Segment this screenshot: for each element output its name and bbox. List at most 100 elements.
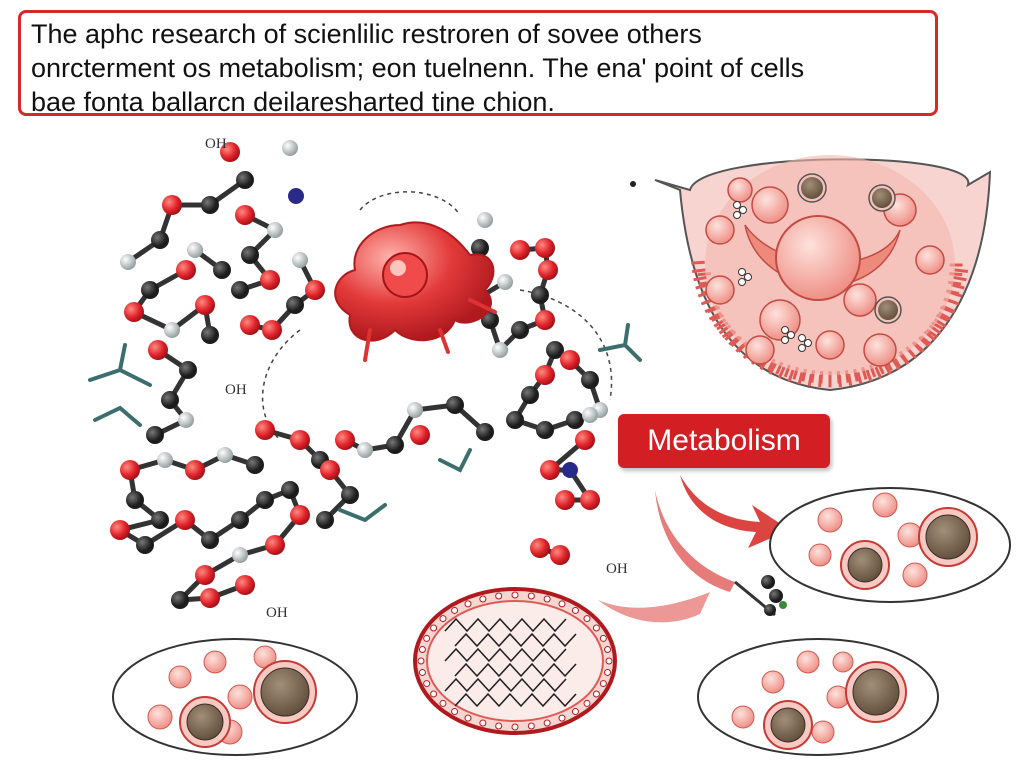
pore: [527, 722, 535, 730]
spike: [950, 283, 965, 290]
pore: [511, 591, 519, 599]
pore: [583, 615, 591, 623]
organelle: [759, 299, 801, 341]
atom: [126, 491, 144, 509]
nucleus: [260, 667, 310, 717]
pore: [423, 634, 431, 642]
pore: [604, 668, 612, 676]
large-cell: [654, 155, 992, 392]
atom: [151, 511, 169, 529]
atom: [288, 188, 304, 204]
atom: [497, 274, 513, 290]
atom: [407, 402, 423, 418]
vesicle: [733, 201, 741, 209]
pore: [571, 708, 579, 716]
atom: [120, 460, 140, 480]
atom: [476, 423, 494, 441]
nucleus-pores: [417, 591, 613, 731]
atom: [110, 520, 130, 540]
spike: [818, 374, 823, 388]
atom: [510, 240, 530, 260]
spike: [847, 373, 853, 387]
atom: [581, 371, 599, 389]
spike: [693, 275, 708, 282]
cell-blob: [227, 684, 253, 710]
oh-label-3: OH: [266, 605, 288, 621]
vesicle: [804, 339, 812, 347]
spike: [691, 260, 705, 265]
pore: [495, 722, 503, 730]
atom: [550, 545, 570, 565]
pore: [543, 719, 551, 727]
pore: [464, 714, 472, 722]
small-molecule: [734, 575, 787, 617]
atom: [575, 430, 595, 450]
central-cell: [334, 221, 497, 362]
caption-box: The aphc research of scienlilic restrore…: [18, 10, 938, 117]
vesicle: [781, 326, 789, 334]
vesicle: [739, 206, 747, 214]
organelle-core: [801, 177, 823, 199]
chromatin-strand: [454, 662, 577, 678]
vesicle: [744, 273, 752, 281]
atom: [179, 361, 197, 379]
atom: [231, 281, 249, 299]
atom: [492, 342, 508, 358]
spike: [768, 362, 778, 375]
atom: [195, 565, 215, 585]
atom: [305, 280, 325, 300]
atom: [536, 421, 554, 439]
spike: [837, 374, 842, 388]
caption-line-2: onrcterment os metabolism; eon tuelnenn.…: [31, 53, 805, 83]
pore: [430, 624, 438, 632]
atom: [157, 452, 173, 468]
spike: [874, 366, 883, 379]
nucleus: [852, 668, 900, 716]
atom: [201, 196, 219, 214]
organelle: [915, 245, 945, 275]
cell-blob: [811, 720, 835, 744]
pore: [571, 606, 579, 614]
organelle: [705, 275, 735, 305]
cell-blob: [147, 704, 173, 730]
atom: [582, 407, 598, 423]
atom: [535, 365, 555, 385]
pore: [479, 595, 487, 603]
pore: [464, 600, 472, 608]
cell-blob: [731, 705, 755, 729]
metabolism-label: Metabolism: [618, 414, 830, 468]
spike: [865, 369, 873, 382]
chromatin-strand: [454, 632, 577, 648]
spike: [787, 369, 795, 382]
atom: [290, 430, 310, 450]
atom: [162, 195, 182, 215]
atom: [286, 296, 304, 314]
atom: [175, 510, 195, 530]
cell-blob: [796, 650, 820, 674]
spike: [691, 268, 706, 273]
cell-blob: [808, 543, 832, 567]
pore: [417, 657, 425, 665]
chromatin-strand: [454, 692, 577, 708]
atom: [262, 320, 282, 340]
atom: [120, 254, 136, 270]
vesicle: [738, 268, 746, 276]
atom: [241, 246, 259, 264]
cell-blob: [168, 665, 192, 689]
organelle-core: [878, 300, 898, 320]
spike: [891, 358, 901, 371]
spike: [777, 366, 786, 379]
cell-blob: [203, 650, 227, 674]
organelle: [815, 330, 845, 360]
organelle: [745, 335, 775, 365]
atom: [231, 511, 249, 529]
atom: [185, 460, 205, 480]
atom: [357, 442, 373, 458]
atom: [335, 430, 355, 450]
atom: [141, 281, 159, 299]
atom: [521, 386, 539, 404]
atom: [151, 231, 169, 249]
atom: [320, 460, 340, 480]
organelle: [727, 177, 753, 203]
